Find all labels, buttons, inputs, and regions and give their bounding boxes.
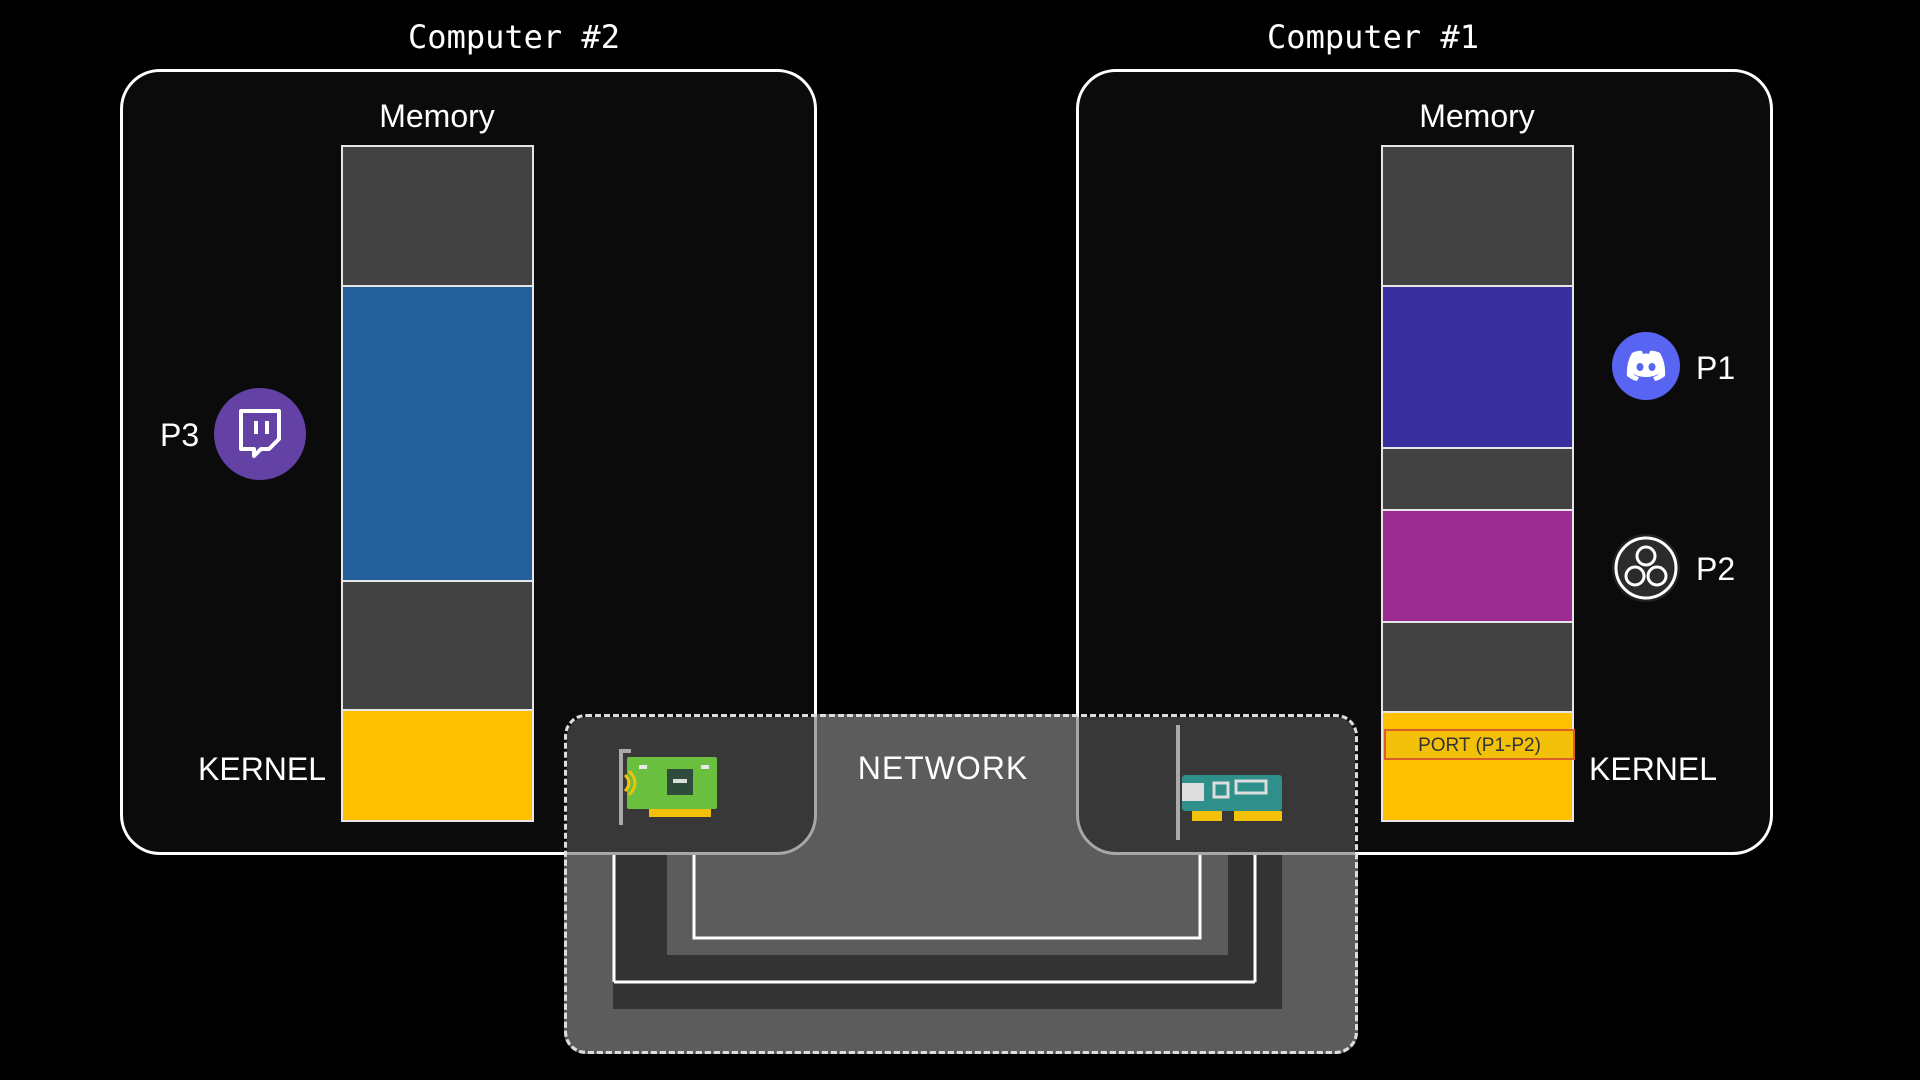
network-card-ethernet-icon	[1174, 725, 1286, 840]
memory-segment-free	[341, 145, 534, 287]
p3-label: P3	[160, 417, 200, 453]
memory-segment-free	[1381, 145, 1574, 287]
memory-segment-free	[341, 580, 534, 711]
computer-1-kernel-label: KERNEL	[1589, 751, 1718, 787]
memory-segment-p2	[1381, 509, 1574, 623]
port-p1-p2: PORT (P1-P2)	[1384, 729, 1575, 760]
network-label: NETWORK	[857, 750, 1029, 786]
obs-icon	[1612, 534, 1680, 602]
network-card-wireless-icon	[619, 745, 721, 825]
computer-1-memory-label: Memory	[1419, 98, 1535, 134]
p2-label: P2	[1696, 551, 1736, 587]
memory-segment-kernel	[341, 709, 534, 822]
p1-label: P1	[1696, 350, 1736, 386]
computer-2-memory-label: Memory	[379, 98, 495, 134]
computer-2-kernel-label: KERNEL	[198, 751, 327, 787]
memory-segment-p1	[1381, 285, 1574, 449]
computer-2-title: Computer #2	[408, 18, 620, 56]
memory-segment-free	[1381, 621, 1574, 713]
discord-icon	[1612, 332, 1680, 400]
computer-1-title: Computer #1	[1267, 18, 1479, 56]
twitch-icon	[214, 388, 306, 480]
network-border	[564, 714, 1358, 1054]
